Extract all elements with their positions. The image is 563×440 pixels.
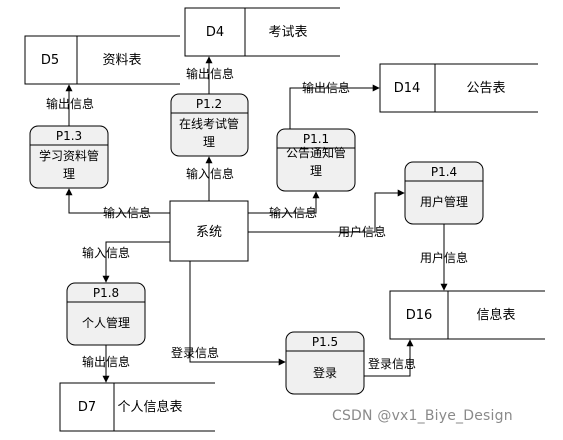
- process-p18-id: P1.8: [93, 286, 119, 300]
- store-d16: D16 信息表: [389, 290, 545, 340]
- process-p14: P1.4 用户管理: [404, 161, 484, 225]
- flow-system-to-p11: [248, 191, 320, 214]
- flow-label-in-p13: 输入信息: [103, 205, 151, 220]
- flow-p15-to-d16: [364, 339, 414, 377]
- process-p11: P1.1 公告通知管 理: [276, 128, 356, 192]
- process-p15-id: P1.5: [312, 335, 338, 349]
- process-p11-line1: 公告通知管: [286, 145, 346, 160]
- store-d5: D5 资料表: [24, 35, 180, 85]
- process-p13-id: P1.3: [56, 129, 82, 143]
- process-p18-line1: 个人管理: [82, 315, 130, 330]
- process-p12: P1.2 在线考试管 理: [170, 93, 249, 157]
- flow-system-to-p15: [189, 261, 286, 366]
- store-d7: D7 个人信息表: [59, 382, 215, 432]
- store-d16-id: D16: [406, 308, 433, 323]
- process-p18: P1.8 个人管理: [66, 282, 146, 346]
- flow-system-to-p18: [102, 241, 170, 283]
- store-d14-id: D14: [394, 81, 421, 96]
- flow-label-user-p14: 用户信息: [338, 224, 386, 239]
- store-d4: D4 考试表: [184, 7, 340, 57]
- process-p12-line2: 理: [203, 135, 215, 149]
- flow-p11-to-d14: [289, 84, 380, 129]
- store-d7-id: D7: [78, 400, 96, 415]
- process-p15: P1.5 登录: [285, 331, 365, 395]
- process-p13-line2: 理: [63, 167, 75, 181]
- store-d14-name: 公告表: [466, 81, 505, 96]
- store-d14: D14 公告表: [379, 63, 538, 113]
- flow-label-out-d5: 输出信息: [46, 96, 94, 111]
- entity-system: 系统: [169, 200, 249, 262]
- flow-label-out-d7: 输出信息: [82, 354, 130, 369]
- process-p11-id: P1.1: [303, 132, 329, 146]
- watermark: CSDN @vx1_Biye_Design: [332, 408, 513, 424]
- store-d5-name: 资料表: [102, 53, 141, 68]
- process-p12-line1: 在线考试管: [179, 116, 239, 131]
- process-p13: P1.3 学习资料管 理: [29, 125, 109, 189]
- flow-label-user-d16: 用户信息: [420, 250, 468, 265]
- store-d4-name: 考试表: [268, 25, 307, 40]
- process-p14-id: P1.4: [431, 165, 457, 179]
- flow-label-login-p15: 登录信息: [171, 345, 219, 360]
- store-d16-name: 信息表: [476, 307, 515, 323]
- store-d5-id: D5: [41, 53, 59, 68]
- flow-system-to-p13: [65, 188, 170, 214]
- store-d4-id: D4: [206, 25, 224, 40]
- flow-label-in-p12: 输入信息: [186, 166, 234, 181]
- store-d7-name: 个人信息表: [117, 399, 182, 415]
- flow-label-out-d4: 输出信息: [186, 66, 234, 81]
- entity-system-label: 系统: [196, 225, 222, 240]
- flow-label-out-d14: 输出信息: [302, 80, 350, 95]
- flow-label-in-p11: 输入信息: [269, 205, 317, 220]
- process-p12-id: P1.2: [196, 97, 222, 111]
- flow-label-login-d16: 登录信息: [368, 356, 416, 371]
- process-p11-line2: 理: [310, 164, 322, 178]
- process-p15-line1: 登录: [313, 365, 337, 380]
- process-p14-line1: 用户管理: [420, 194, 468, 209]
- flow-system-to-p14: [248, 189, 405, 233]
- flow-label-in-p18: 输入信息: [82, 245, 130, 260]
- process-p13-line1: 学习资料管: [39, 148, 99, 163]
